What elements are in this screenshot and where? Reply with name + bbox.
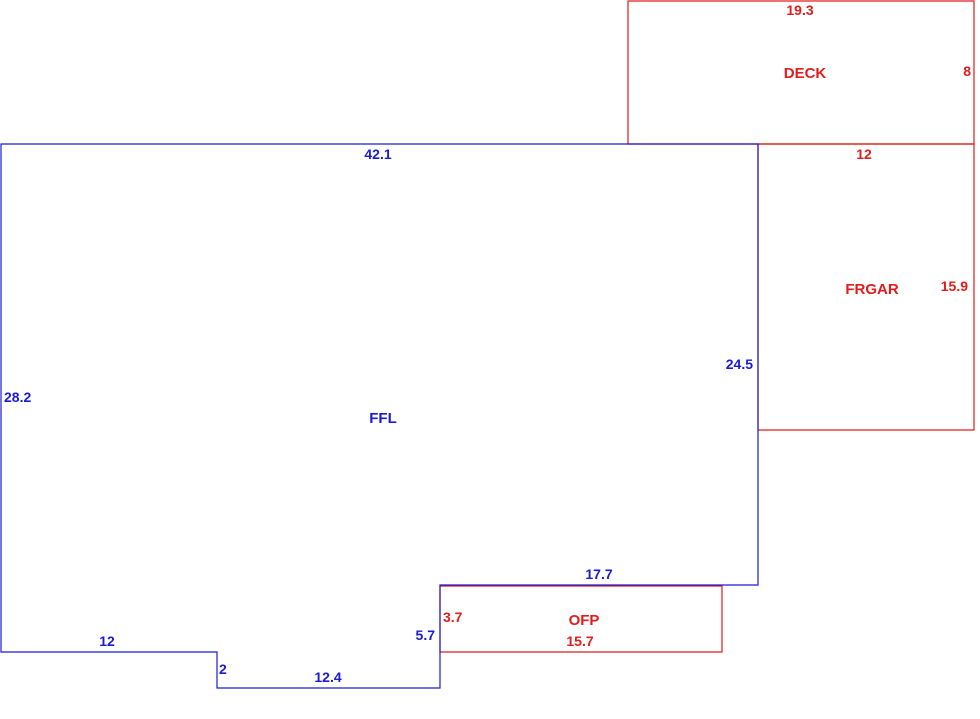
frgar-dim-right: 15.9: [941, 278, 968, 294]
ffl-area-label: FFL: [369, 410, 397, 427]
ffl-dim-notch-left: 5.7: [416, 627, 436, 643]
ofp-dim-bottom: 15.7: [566, 633, 593, 649]
ffl-dim-bottom-right: 12.4: [314, 669, 341, 685]
ofp-area-label: OFP: [569, 612, 600, 629]
deck-dim-top: 19.3: [786, 2, 813, 18]
ffl-dim-bottom-left: 12: [99, 633, 115, 649]
frgar-area-label: FRGAR: [845, 281, 898, 298]
ffl-dim-notch-top: 17.7: [585, 566, 612, 582]
ffl-dim-left: 28.2: [4, 389, 31, 405]
ffl-dim-right: 24.5: [726, 356, 753, 372]
ofp-dim-left: 3.7: [443, 609, 463, 625]
ffl-outline: [0, 143, 759, 689]
ffl-dim-top: 42.1: [364, 146, 391, 162]
ffl-dim-step: 2: [219, 661, 227, 677]
frgar-dim-top: 12: [856, 146, 872, 162]
deck-dim-right: 8: [963, 63, 971, 79]
deck-area-label: DECK: [784, 65, 827, 82]
